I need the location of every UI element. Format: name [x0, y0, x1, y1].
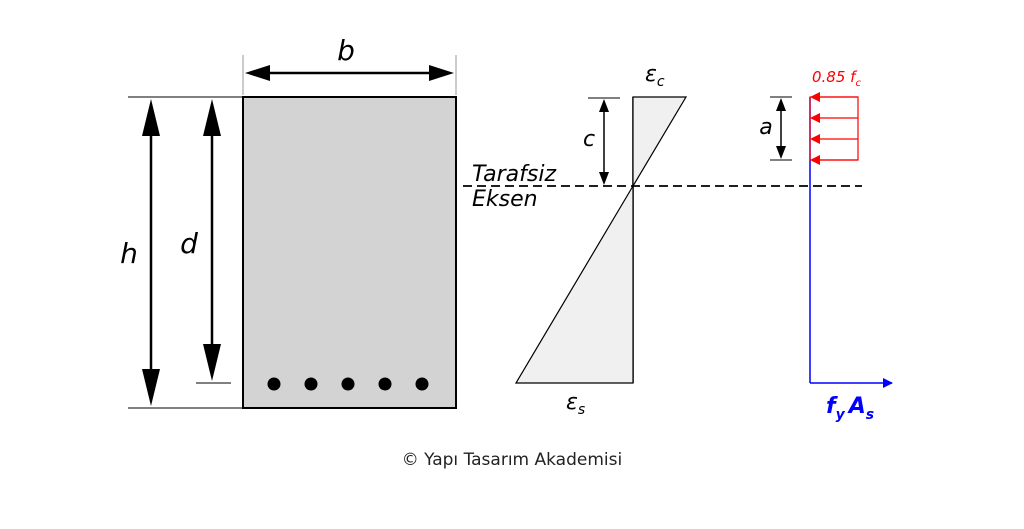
a-arrowhead-top	[776, 98, 786, 111]
rebar-dot	[415, 377, 429, 391]
stress-block	[809, 96, 859, 161]
tension-strain-triangle	[514, 183, 634, 384]
a-label: a	[759, 115, 772, 140]
compression-force-label: 0.85 fc	[812, 68, 861, 89]
compression-strain-triangle	[632, 96, 688, 189]
rebar-dot	[267, 377, 281, 391]
rebar-dot	[378, 377, 392, 391]
d-arrowhead-bottom	[203, 344, 221, 381]
b-arrowhead-right	[429, 65, 454, 81]
rebar-group	[267, 377, 429, 391]
h-label: h	[120, 237, 138, 270]
h-arrowhead-top	[142, 99, 160, 136]
d-arrowhead-top	[203, 99, 221, 136]
copyright-caption: © Yapı Tasarım Akademisi	[401, 450, 623, 470]
stress-arrow-head	[810, 134, 820, 144]
stress-arrow-head	[810, 92, 820, 102]
b-label: b	[337, 34, 355, 67]
c-arrowhead-top	[599, 99, 609, 112]
rebar-dot	[341, 377, 355, 391]
stress-arrow-head	[810, 155, 820, 165]
stress-arrow-head	[810, 113, 820, 123]
rebar-dot	[304, 377, 318, 391]
h-arrowhead-bottom	[142, 369, 160, 406]
d-label: d	[180, 227, 198, 260]
epsilon-s-label: εs	[566, 390, 585, 418]
c-label: c	[583, 127, 595, 152]
a-arrowhead-bottom	[776, 146, 786, 159]
concrete-section	[242, 96, 457, 409]
b-arrowhead-left	[245, 65, 270, 81]
c-arrowhead-bottom	[599, 172, 609, 185]
epsilon-c-label: εc	[645, 62, 665, 90]
stress-arrow-group	[810, 92, 858, 165]
neutral-axis-label-line1: Tarafsiz	[472, 162, 556, 187]
neutral-axis-label-line2: Eksen	[472, 187, 538, 212]
